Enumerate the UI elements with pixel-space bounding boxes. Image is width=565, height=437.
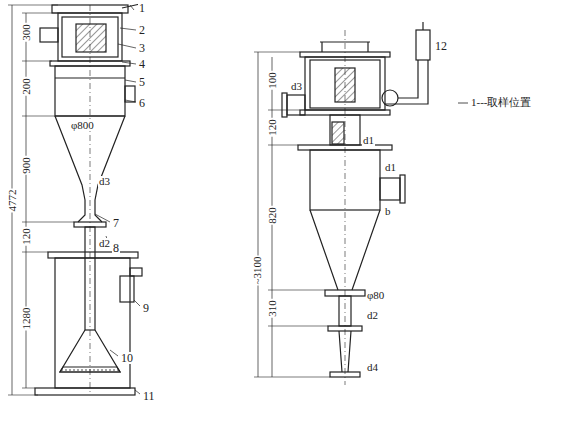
callout-number: 6: [138, 97, 146, 109]
dimension-label: 200: [21, 77, 32, 96]
callout-number: 12: [434, 40, 448, 52]
leader-line: [110, 350, 118, 356]
dimension-label: 4772: [7, 188, 18, 212]
callout-number: 1: [138, 2, 146, 14]
dimension-label: 120: [21, 227, 32, 246]
dimension-label: d1: [362, 135, 375, 146]
callout-number: 7: [112, 217, 120, 229]
leader-line: [120, 28, 136, 30]
left-separator: [8, 4, 142, 395]
dimension-label: 1---取样位置: [470, 97, 533, 108]
leader-line: [122, 62, 136, 64]
leader-line: [125, 100, 136, 102]
callout-number: 2: [138, 24, 146, 36]
dimension-label: b: [384, 206, 392, 217]
dimension-label: ~3100: [252, 255, 263, 285]
callout-number: 3: [138, 42, 146, 54]
dimension-label: 100: [267, 71, 278, 90]
leader-line: [125, 80, 136, 82]
callout-number: 9: [142, 302, 150, 314]
dimension-label: d2: [98, 238, 111, 249]
leader-line: [135, 390, 140, 394]
dimension-label: 1280: [21, 306, 32, 330]
leader-line: [134, 300, 140, 306]
dimension-label: 120: [267, 118, 278, 137]
dimension-label: d2: [366, 310, 379, 321]
dimension-label: φ800: [70, 120, 95, 131]
leader-line: [95, 214, 110, 222]
dimension-label: d3: [98, 176, 111, 187]
dimension-label: 300: [21, 23, 32, 42]
dimension-label: d3: [290, 81, 303, 92]
dimension-label: d1: [384, 162, 397, 173]
dimension-label: φ80: [366, 290, 385, 301]
callout-number: 11: [142, 390, 156, 402]
right-separator: [254, 22, 468, 385]
leader-line: [118, 44, 136, 48]
callout-number: 4: [138, 58, 146, 70]
leader-line: [130, 5, 134, 10]
dimension-label: 900: [21, 156, 32, 175]
dimension-label: d4: [366, 362, 379, 373]
callout-number: 8: [112, 242, 120, 254]
callout-number: 10: [120, 352, 134, 364]
callout-number: 5: [138, 76, 146, 88]
dimension-label: 310: [267, 299, 278, 318]
dimension-label: 820: [267, 206, 278, 225]
